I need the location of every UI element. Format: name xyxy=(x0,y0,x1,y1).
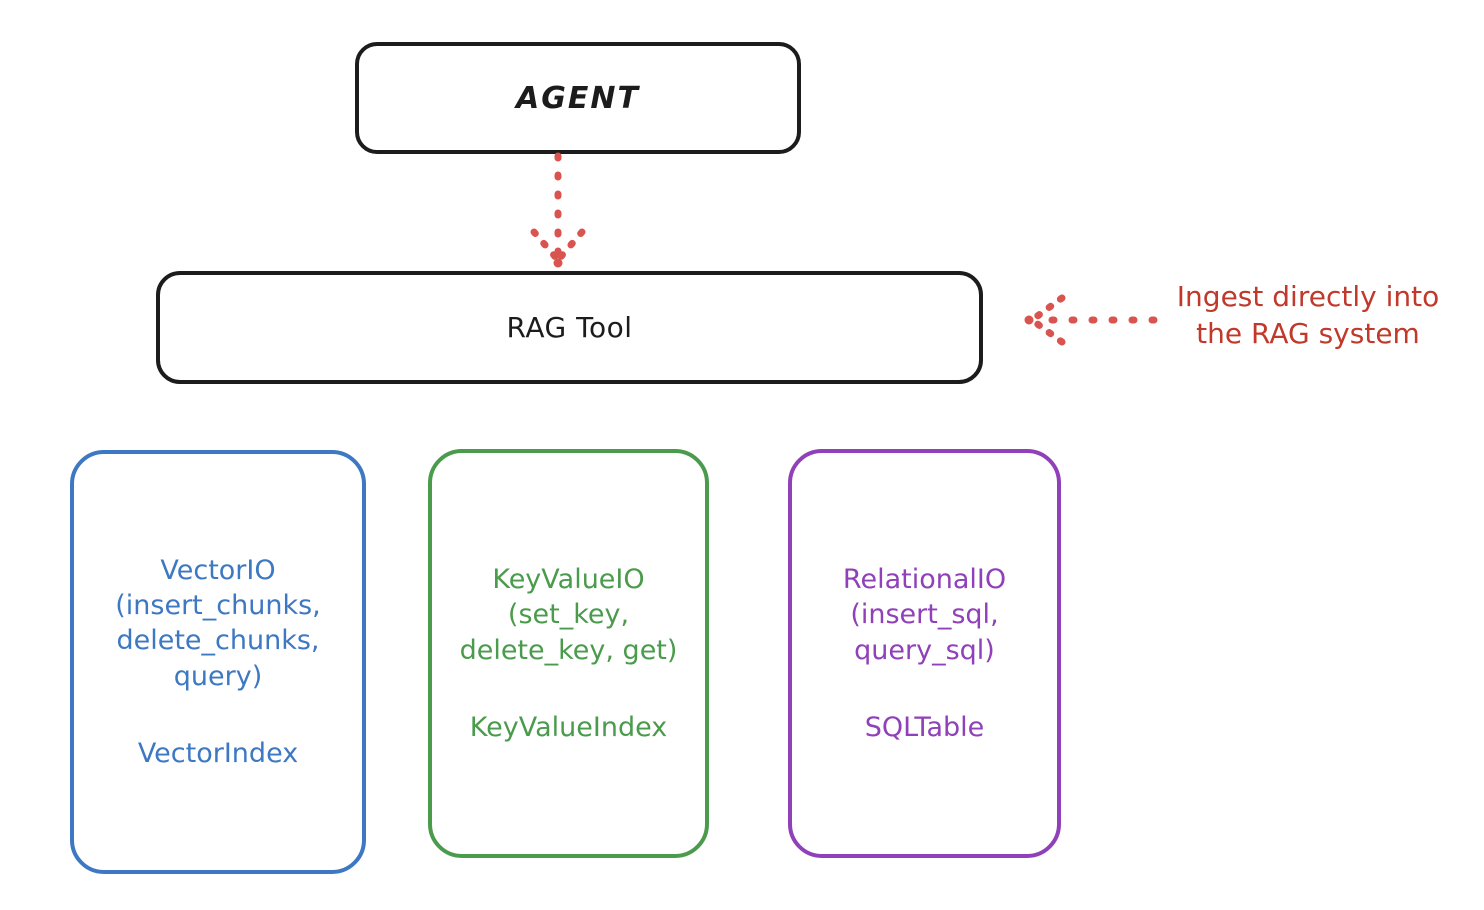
node-rag-tool-label: RAG Tool xyxy=(506,311,633,344)
node-agent[interactable]: AGENT xyxy=(355,42,801,154)
node-key-value-io[interactable]: KeyValueIO (set_key, delete_key, get) Ke… xyxy=(428,449,709,858)
node-key-value-io-index-label: KeyValueIndex xyxy=(469,711,668,743)
node-relational-io[interactable]: RelationalIO (insert_sql, query_sql) SQL… xyxy=(788,449,1061,858)
node-relational-io-index-label: SQLTable xyxy=(864,711,985,743)
connector-ingest-arrow-left-icon xyxy=(1024,294,1158,346)
node-key-value-io-api-label: KeyValueIO (set_key, delete_key, get) xyxy=(459,564,678,666)
connector-agent-to-rag-tool-arrow-down-icon xyxy=(530,152,586,268)
node-vector-io[interactable]: VectorIO (insert_chunks, delete_chunks, … xyxy=(70,450,366,874)
node-agent-label: AGENT xyxy=(516,80,640,116)
node-rag-tool[interactable]: RAG Tool xyxy=(156,271,983,384)
node-vector-io-api-label: VectorIO (insert_chunks, delete_chunks, … xyxy=(115,555,321,692)
node-vector-io-index-label: VectorIndex xyxy=(137,737,299,769)
node-relational-io-api-label: RelationalIO (insert_sql, query_sql) xyxy=(842,564,1007,666)
annotation-ingest-directly: Ingest directly into the RAG system xyxy=(1176,280,1440,351)
